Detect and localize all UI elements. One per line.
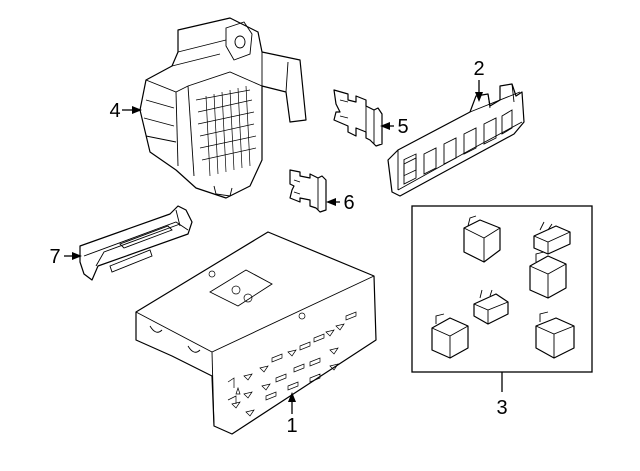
part-1-junction-box[interactable]	[135, 231, 377, 435]
relay-icon	[535, 311, 575, 359]
part-5-blade-fuse[interactable]	[333, 89, 383, 147]
part-4-fuse-box-cover[interactable]	[139, 17, 307, 199]
callout-4: 4	[109, 100, 120, 122]
callout-2: 2	[473, 58, 484, 80]
relay-icon	[473, 289, 509, 325]
callout-6: 6	[343, 192, 354, 214]
relay-icon	[533, 221, 571, 255]
callout-leaders	[64, 80, 503, 414]
callout-7: 7	[49, 246, 60, 268]
part-7-fuse-puller[interactable]	[79, 205, 193, 281]
relay-icon	[431, 313, 469, 359]
callout-5: 5	[397, 116, 408, 138]
callout-1: 1	[286, 415, 297, 437]
part-3-relay-kit[interactable]	[411, 205, 593, 373]
part-2-holder-bracket[interactable]	[387, 83, 525, 197]
relay-icon	[529, 251, 567, 299]
relay-icon	[463, 215, 501, 263]
callout-3: 3	[496, 397, 507, 419]
part-6-blade-fuse[interactable]	[289, 169, 327, 213]
callout-labels: 1 2 3 4 5 6 7	[49, 58, 507, 437]
